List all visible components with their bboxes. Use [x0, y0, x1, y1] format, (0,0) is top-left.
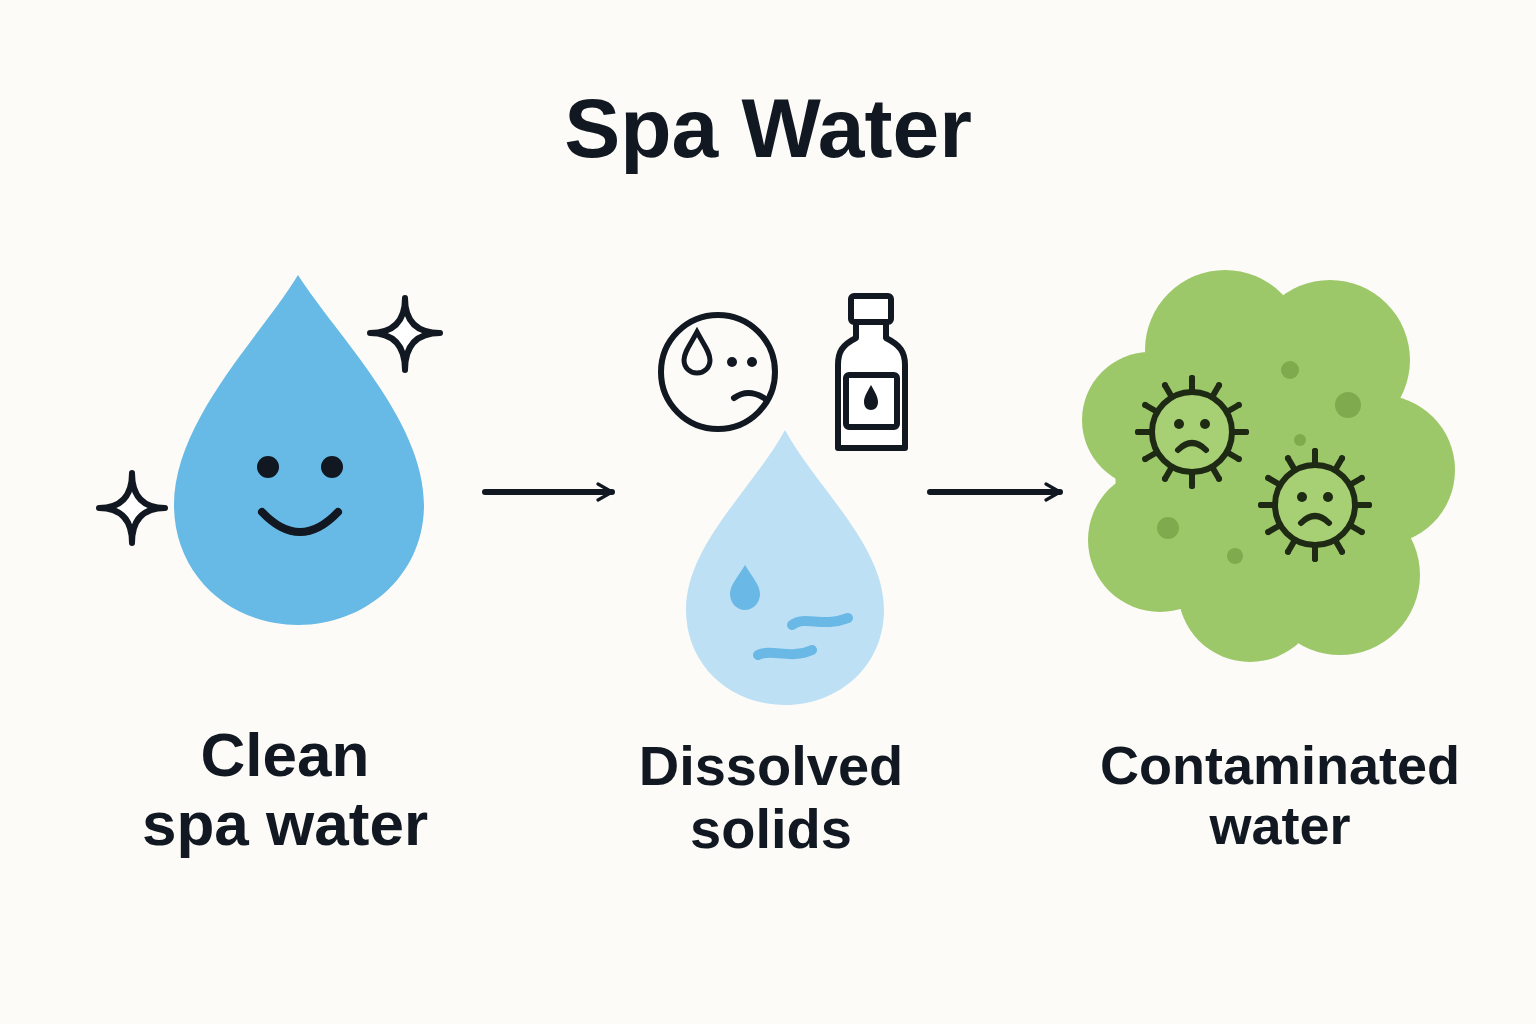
contaminated-blob: [1082, 270, 1455, 662]
stage-caption: Dissolved solids: [612, 735, 930, 860]
sweat-face: [661, 315, 775, 429]
germ: [1135, 375, 1372, 562]
stage-caption: Clean spa water: [140, 720, 430, 859]
stage-caption: Contaminated water: [1060, 735, 1500, 856]
flow-arrow: [930, 489, 1060, 495]
cloudy-drop: [686, 430, 884, 705]
stage-node: Contaminated water: [1060, 260, 1500, 890]
chemical-bottle: [838, 296, 905, 448]
flow-arrow: [485, 489, 612, 495]
diagram-title: Spa Water: [0, 82, 1536, 174]
stage-node: Clean spa water: [85, 260, 485, 890]
germ: [1135, 375, 1249, 489]
stage-node: Dissolved solids: [612, 260, 930, 890]
sparkle: [99, 298, 440, 543]
germ: [1258, 448, 1372, 562]
